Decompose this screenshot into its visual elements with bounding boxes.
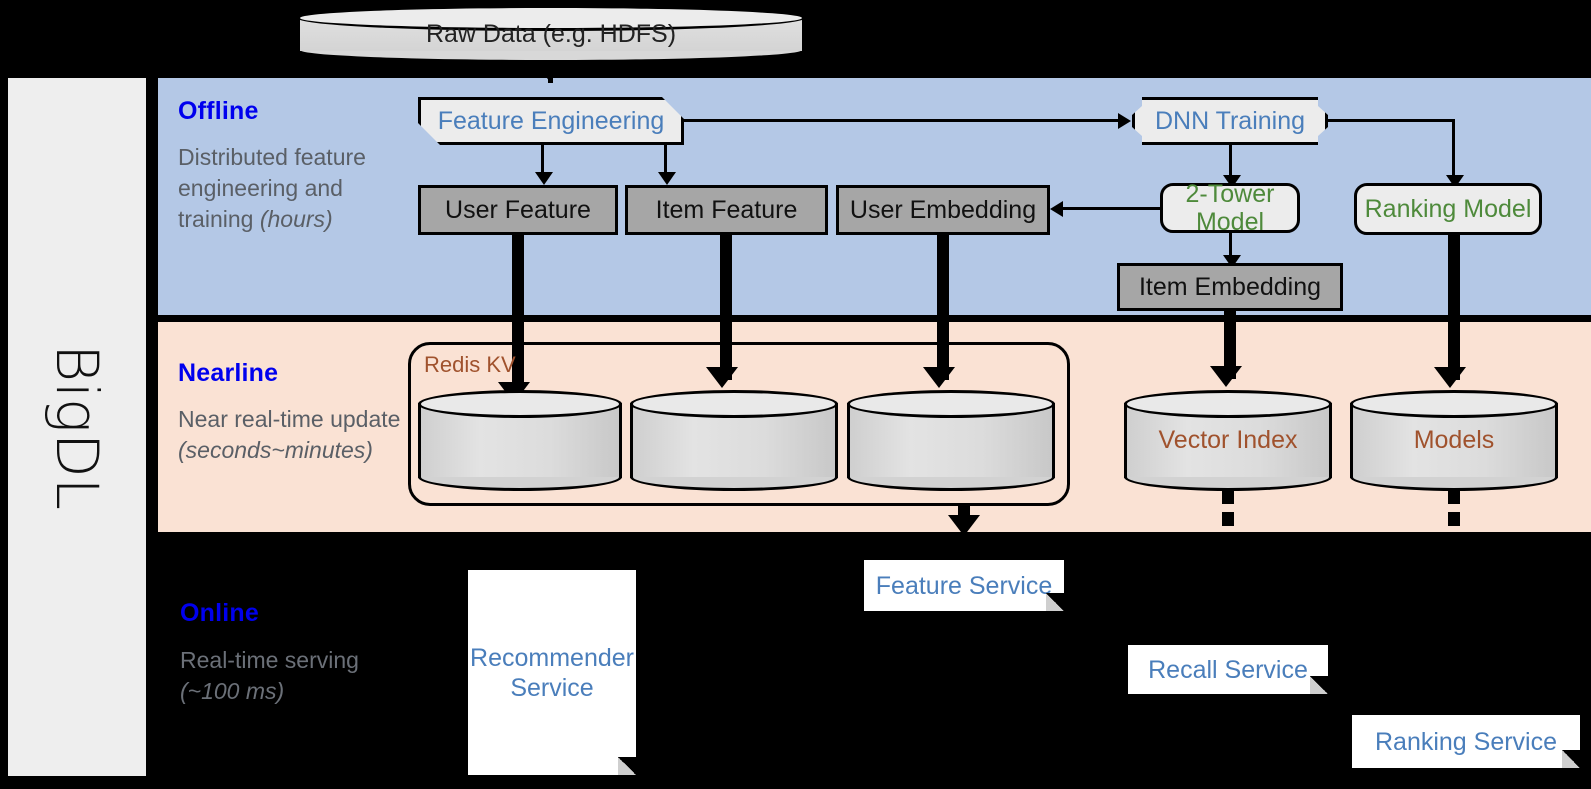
pipe-userfeature — [512, 235, 524, 395]
edge-twotower-userembedding — [1063, 207, 1161, 210]
node-label: Item Embedding — [1138, 273, 1322, 301]
vector-index-label: Vector Index — [1158, 426, 1298, 454]
arrowhead-pipe-itemfeature — [706, 367, 738, 388]
arrowhead-pipe-rankingmodel — [1434, 367, 1466, 388]
doc-feature-service[interactable]: Feature Service — [864, 560, 1064, 611]
arrowhead-pipe-userembedding — [923, 367, 955, 388]
node-dnn-training[interactable]: DNN Training — [1132, 97, 1328, 145]
cylinder-user-feature-store[interactable] — [418, 390, 622, 491]
node-item-feature[interactable]: Item Feature — [625, 185, 828, 235]
layer-title-online: Online — [180, 599, 259, 627]
pipe-models-b — [1448, 512, 1460, 526]
pipe-models-a — [1448, 489, 1460, 504]
pipe-vectorindex-b — [1222, 512, 1234, 526]
node-label: 2-Tower Model — [1185, 180, 1275, 236]
models-label: Models — [1413, 426, 1495, 454]
raw-data-cylinder: Raw Data (e.g. HDFS) — [297, 5, 805, 63]
node-user-feature[interactable]: User Feature — [418, 185, 618, 235]
arrowhead-fe-userfeature — [535, 172, 553, 185]
cylinder-models[interactable]: Models — [1350, 390, 1558, 491]
redis-kv-label: Redis KV — [424, 352, 516, 377]
node-label: DNN Training — [1154, 107, 1306, 135]
edge-dnn-ranking-v — [1452, 119, 1455, 177]
raw-data-label: Raw Data (e.g. HDFS) — [425, 19, 677, 48]
doc-label: Ranking Service — [1374, 727, 1558, 756]
arrowhead-redis-featureservice — [948, 515, 980, 536]
edge-twotower-itememb — [1229, 233, 1232, 261]
cylinder-top — [1124, 390, 1332, 418]
node-label: Feature Engineering — [437, 107, 665, 135]
cylinder-body — [418, 403, 622, 478]
node-label: User Embedding — [849, 196, 1037, 224]
pipe-vectorindex-a — [1222, 489, 1234, 504]
bigdl-label: BigDL — [8, 78, 146, 776]
node-item-embedding[interactable]: Item Embedding — [1117, 263, 1343, 311]
cylinder-user-embedding-store[interactable] — [847, 390, 1055, 491]
layer-title-nearline: Nearline — [178, 359, 279, 387]
arrowhead-fe-itemfeature — [658, 172, 676, 185]
layer-desc-online: Real-time serving (~100 ms) — [180, 647, 359, 704]
doc-ranking-service[interactable]: Ranking Service — [1352, 715, 1580, 768]
doc-label: Recall Service — [1148, 655, 1308, 684]
layer-title-offline: Offline — [178, 97, 259, 125]
cylinder-vector-index[interactable]: Vector Index — [1124, 390, 1332, 491]
redis-kv-group — [408, 342, 1070, 506]
cylinder-top — [297, 5, 805, 31]
node-2-tower-model[interactable]: 2-Tower Model — [1160, 180, 1300, 236]
arrowhead-twotower-userembedding — [1050, 201, 1063, 217]
cylinder-top — [1350, 390, 1558, 418]
pipe-itemembedding — [1224, 311, 1236, 379]
doc-recommender-service[interactable]: Recommender Service — [468, 570, 636, 775]
node-ranking-model[interactable]: Ranking Model — [1354, 183, 1542, 235]
cylinder-top — [630, 390, 838, 418]
cylinder-item-feature-store[interactable] — [630, 390, 838, 491]
cylinder-body — [847, 403, 1055, 478]
pipe-rankingmodel — [1448, 235, 1460, 380]
node-user-embedding[interactable]: User Embedding — [836, 185, 1050, 235]
edge-fe-dnn — [684, 119, 1118, 122]
node-label: Ranking Model — [1364, 195, 1532, 223]
layer-desc-offline: Distributed feature engineering and trai… — [178, 144, 366, 232]
arrowhead-fe-dnn — [1118, 113, 1131, 129]
doc-recall-service[interactable]: Recall Service — [1128, 645, 1328, 694]
node-label: User Feature — [445, 196, 591, 224]
node-label: Item Feature — [655, 196, 798, 224]
cylinder-top — [418, 390, 622, 418]
bigdl-rail — [8, 78, 146, 776]
cylinder-top — [847, 390, 1055, 418]
node-feature-engineering[interactable]: Feature Engineering — [418, 97, 684, 145]
doc-label: Recommender Service — [470, 643, 634, 702]
arrowhead-rawdata-fe — [534, 61, 566, 82]
arrowhead-pipe-itemembedding — [1210, 366, 1242, 387]
layer-desc-nearline: Near real-time update (seconds~minutes) — [178, 406, 401, 463]
edge-dnn-ranking-h — [1328, 119, 1455, 122]
edge-dnn-twotower — [1229, 145, 1232, 177]
edge-fe-itemfeature — [664, 145, 667, 175]
bigdl-text: BigDL — [43, 344, 111, 510]
edge-fe-userfeature — [541, 145, 544, 175]
doc-label: Feature Service — [875, 571, 1053, 600]
